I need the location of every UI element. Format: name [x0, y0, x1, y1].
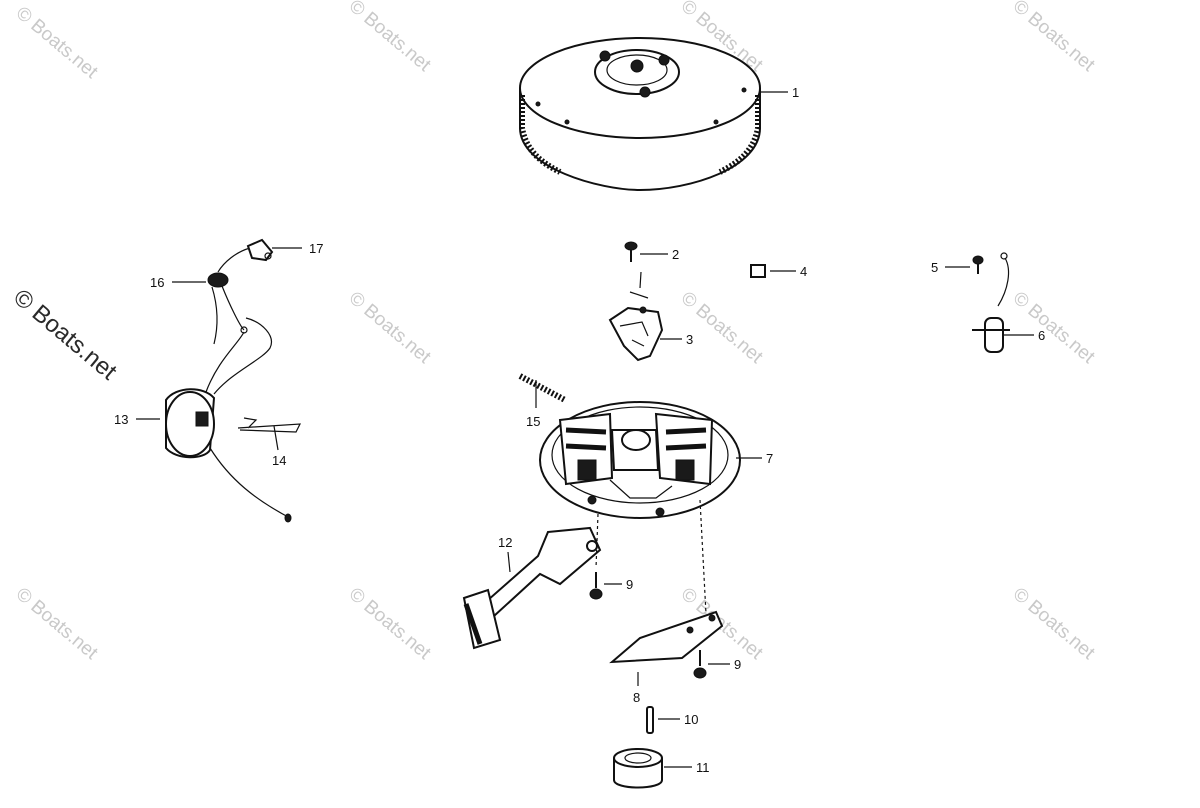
watermark: © Boats.net: [345, 584, 435, 665]
cam-part: [613, 748, 663, 789]
callout-10: 10: [684, 712, 698, 727]
throttle-lever-part: [462, 526, 602, 650]
callout-13: 13: [114, 412, 128, 427]
callout-5: 5: [931, 260, 938, 275]
callout-7: 7: [766, 451, 773, 466]
armature-plate-part: [539, 401, 741, 519]
felt-wick-part: [750, 264, 766, 278]
watermark: © Boats.net: [1009, 584, 1099, 665]
watermark-large: © Boats.net: [8, 284, 122, 386]
condenser-part: [972, 252, 1010, 353]
spark-plug-boot-part: [217, 238, 274, 273]
screw-part: [589, 572, 603, 600]
watermark: © Boats.net: [12, 584, 102, 665]
callout-15: 15: [526, 414, 540, 429]
watermark: © Boats.net: [12, 3, 102, 84]
callout-labels: 1 2 3 4 5 6 7 8 9 9 10 11 12 13 14 15 16…: [114, 85, 1045, 775]
watermark: © Boats.net: [677, 288, 767, 369]
callout-1: 1: [792, 85, 799, 100]
flywheel-part: [519, 37, 761, 192]
callout-6: 6: [1038, 328, 1045, 343]
key-part: [646, 706, 654, 734]
callout-3: 3: [686, 332, 693, 347]
callout-12: 12: [498, 535, 512, 550]
retainer-plate-part: [609, 610, 724, 664]
callout-4: 4: [800, 264, 807, 279]
leader-lines: [136, 91, 1034, 768]
spring-part: [518, 373, 567, 403]
watermark: © Boats.net: [1009, 288, 1099, 369]
callout-9: 9: [734, 657, 741, 672]
callout-2: 2: [672, 247, 679, 262]
watermark: © Boats.net: [1009, 0, 1099, 76]
breaker-points-part: [608, 271, 664, 362]
callout-8: 8: [633, 690, 640, 705]
watermark: © Boats.net: [345, 288, 435, 369]
screw-part: [972, 255, 984, 274]
callout-16: 16: [150, 275, 164, 290]
callout-9: 9: [626, 577, 633, 592]
screw-part: [693, 650, 707, 679]
clip-part: [237, 417, 302, 433]
screw-part: [624, 241, 638, 262]
callout-14: 14: [272, 453, 286, 468]
callout-17: 17: [309, 241, 323, 256]
callout-11: 11: [696, 760, 710, 775]
watermark: © Boats.net: [345, 0, 435, 76]
grommet-part: [207, 272, 245, 345]
ignition-coil-part: [165, 317, 292, 523]
